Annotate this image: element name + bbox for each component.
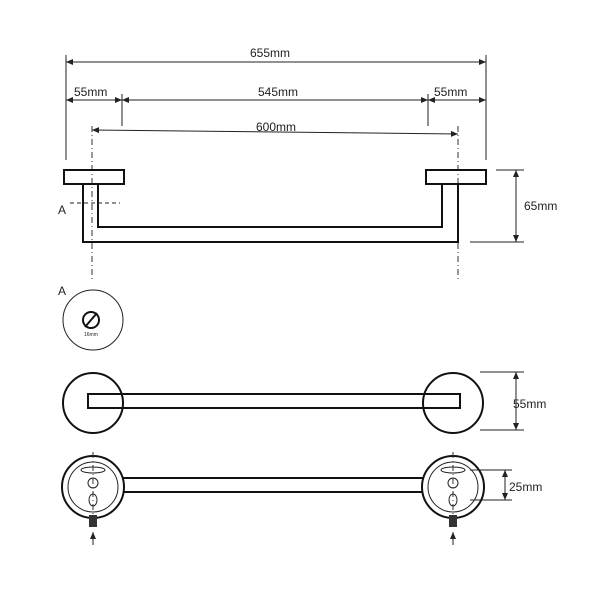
dim-bracket-label: 25mm <box>509 480 542 494</box>
section-marker: A <box>58 203 66 217</box>
bracket-right <box>421 452 485 545</box>
front-view: A 65mm <box>58 126 557 280</box>
dimension-total: 655mm <box>65 46 487 160</box>
bracket-left <box>61 452 125 545</box>
dimension-row-2: 55mm 545mm 55mm <box>66 85 486 126</box>
dim-centers-label: 600mm <box>256 120 296 134</box>
dimension-centers: 600mm <box>91 120 459 137</box>
section-label: A <box>58 284 66 298</box>
top-view: 55mm <box>62 371 546 434</box>
bottom-view: 25mm <box>61 452 542 545</box>
dim-left-label: 55mm <box>74 85 107 99</box>
dim-inner-label: 545mm <box>258 85 298 99</box>
dim-diameter-label: 55mm <box>513 397 546 411</box>
bar-size-label: 16mm <box>84 332 98 338</box>
section-a-detail: A 16mm <box>58 284 124 351</box>
dim-right-label: 55mm <box>434 85 467 99</box>
dim-depth-label: 65mm <box>524 199 557 213</box>
dim-total-label: 655mm <box>250 46 290 60</box>
